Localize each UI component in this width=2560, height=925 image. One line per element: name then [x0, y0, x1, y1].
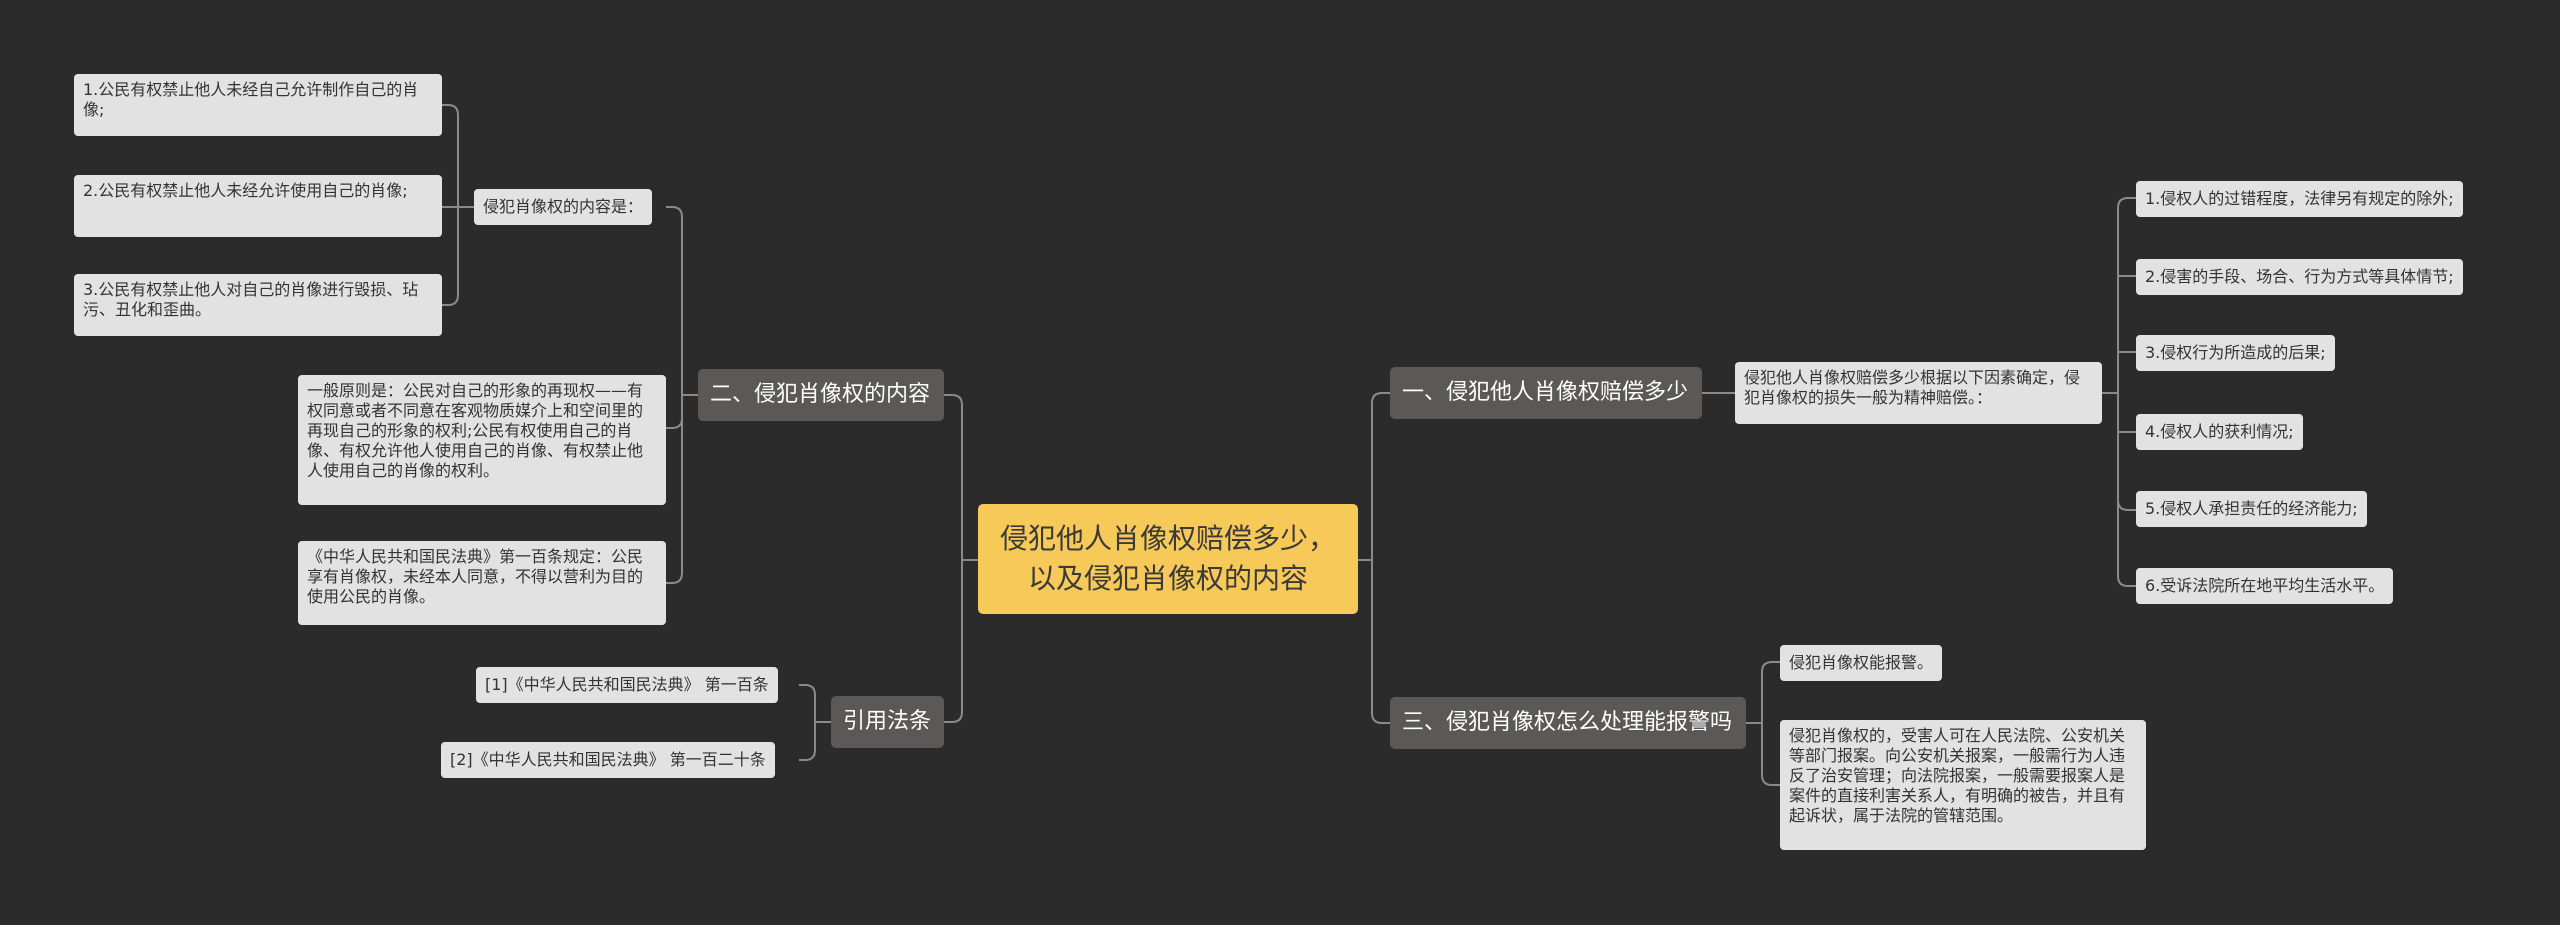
branch-label: 三、侵犯肖像权怎么处理能报警吗: [1402, 710, 1733, 735]
compensation-intro[interactable]: 侵犯他人肖像权赔偿多少根据以下因素确定，侵犯肖像权的损失一般为精神赔偿。：: [1735, 362, 2102, 424]
leaf-text: 4.侵权人的获利情况;: [2145, 422, 2294, 441]
factor-item-3[interactable]: 3.侵权行为所造成的后果;: [2136, 335, 2335, 371]
leaf-text: 一般原则是：公民对自己的形象的再现权——有权同意或者不同意在客观物质媒介上和空间…: [307, 381, 644, 480]
leaf-text: [1]《中华人民共和国民法典》 第一百条: [485, 675, 769, 694]
leaf-text: 2.公民有权禁止他人未经允许使用自己的肖像;: [83, 181, 408, 200]
branch-cited-laws[interactable]: 引用法条: [831, 696, 944, 748]
root-topic-text: 侵犯他人肖像权赔偿多少，以及侵犯肖像权的内容: [999, 522, 1336, 595]
branch-compensation-amount[interactable]: 一、侵犯他人肖像权赔偿多少: [1390, 367, 1702, 419]
content-item-2[interactable]: 2.公民有权禁止他人未经允许使用自己的肖像;: [74, 175, 442, 237]
content-item-3[interactable]: 3.公民有权禁止他人对自己的肖像进行毁损、玷污、丑化和歪曲。: [74, 274, 442, 336]
factor-item-6[interactable]: 6.受诉法院所在地平均生活水平。: [2136, 568, 2394, 604]
leaf-text: 2.侵害的手段、场合、行为方式等具体情节;: [2145, 267, 2454, 286]
cited-law-1[interactable]: [1]《中华人民共和国民法典》 第一百条: [476, 667, 778, 703]
factor-item-4[interactable]: 4.侵权人的获利情况;: [2136, 414, 2303, 450]
leaf-text: 侵犯肖像权的，受害人可在人民法院、公安机关等部门报案。向公安机关报案，一般需行为…: [1789, 726, 2126, 825]
leaf-text: 《中华人民共和国民法典》第一百条规定：公民享有肖像权，未经本人同意，不得以营利为…: [307, 547, 644, 606]
leaf-text: 侵犯肖像权的内容是：: [483, 197, 644, 216]
branch-label: 引用法条: [843, 709, 932, 734]
factor-item-2[interactable]: 2.侵害的手段、场合、行为方式等具体情节;: [2136, 259, 2463, 295]
leaf-text: 3.侵权行为所造成的后果;: [2145, 343, 2326, 362]
branch-label: 一、侵犯他人肖像权赔偿多少: [1402, 380, 1689, 405]
root-topic[interactable]: 侵犯他人肖像权赔偿多少，以及侵犯肖像权的内容: [978, 504, 1358, 614]
cited-law-2[interactable]: [2]《中华人民共和国民法典》 第一百二十条: [441, 742, 775, 778]
factor-item-1[interactable]: 1.侵权人的过错程度，法律另有规定的除外;: [2136, 181, 2463, 217]
leaf-text: 1.侵权人的过错程度，法律另有规定的除外;: [2145, 189, 2454, 208]
leaf-text: [2]《中华人民共和国民法典》 第一百二十条: [450, 750, 766, 769]
leaf-text: 1.公民有权禁止他人未经自己允许制作自己的肖像;: [83, 80, 419, 119]
general-principle[interactable]: 一般原则是：公民对自己的形象的再现权——有权同意或者不同意在客观物质媒介上和空间…: [298, 375, 666, 505]
leaf-text: 3.公民有权禁止他人对自己的肖像进行毁损、玷污、丑化和歪曲。: [83, 280, 419, 319]
report-explanation[interactable]: 侵犯肖像权的，受害人可在人民法院、公安机关等部门报案。向公安机关报案，一般需行为…: [1780, 720, 2146, 850]
leaf-text: 5.侵权人承担责任的经济能力;: [2145, 499, 2358, 518]
leaf-text: 6.受诉法院所在地平均生活水平。: [2145, 576, 2385, 595]
infringement-content-label[interactable]: 侵犯肖像权的内容是：: [474, 189, 653, 225]
leaf-text: 侵犯肖像权能报警。: [1789, 653, 1934, 672]
factor-item-5[interactable]: 5.侵权人承担责任的经济能力;: [2136, 491, 2367, 527]
content-item-1[interactable]: 1.公民有权禁止他人未经自己允许制作自己的肖像;: [74, 74, 442, 136]
branch-label: 二、侵犯肖像权的内容: [710, 382, 931, 407]
leaf-text: 侵犯他人肖像权赔偿多少根据以下因素确定，侵犯肖像权的损失一般为精神赔偿。：: [1744, 368, 2081, 407]
branch-infringement-content[interactable]: 二、侵犯肖像权的内容: [698, 369, 944, 421]
branch-report-police[interactable]: 三、侵犯肖像权怎么处理能报警吗: [1390, 697, 1746, 749]
report-answer[interactable]: 侵犯肖像权能报警。: [1780, 645, 1943, 681]
civil-code-article[interactable]: 《中华人民共和国民法典》第一百条规定：公民享有肖像权，未经本人同意，不得以营利为…: [298, 541, 666, 625]
